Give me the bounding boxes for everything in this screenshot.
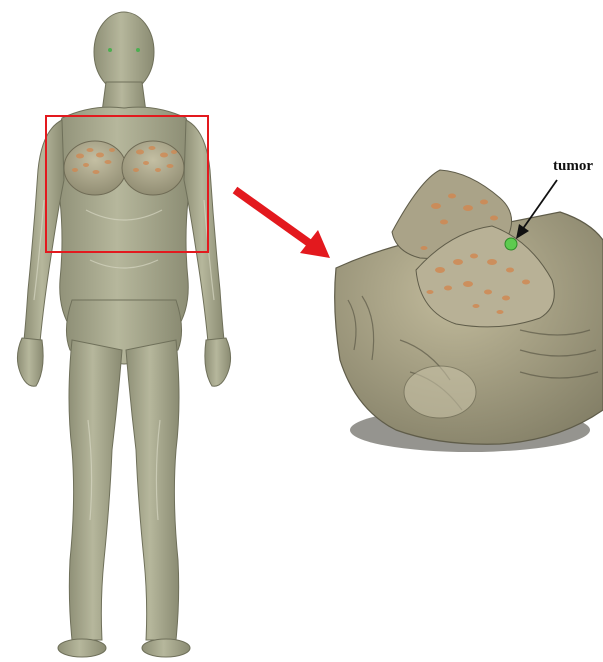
zoomed-breast-model: [335, 170, 603, 452]
tumor-label: tumor: [553, 158, 593, 175]
inner-organ: [404, 366, 476, 418]
body-phantom: [17, 12, 230, 657]
torso: [55, 107, 192, 330]
left-leg: [126, 340, 179, 640]
left-breast: [64, 141, 126, 195]
eye-marker: [108, 48, 112, 52]
left-foot: [142, 639, 190, 657]
right-leg: [69, 340, 122, 640]
left-hand: [205, 338, 231, 386]
tumor-marker: [505, 238, 517, 250]
left-arm: [184, 120, 224, 342]
right-hand: [17, 338, 43, 386]
zoom-arrow: [235, 190, 330, 258]
head: [94, 12, 154, 92]
eye-marker: [136, 48, 140, 52]
right-arm: [24, 120, 64, 342]
right-foot: [58, 639, 106, 657]
